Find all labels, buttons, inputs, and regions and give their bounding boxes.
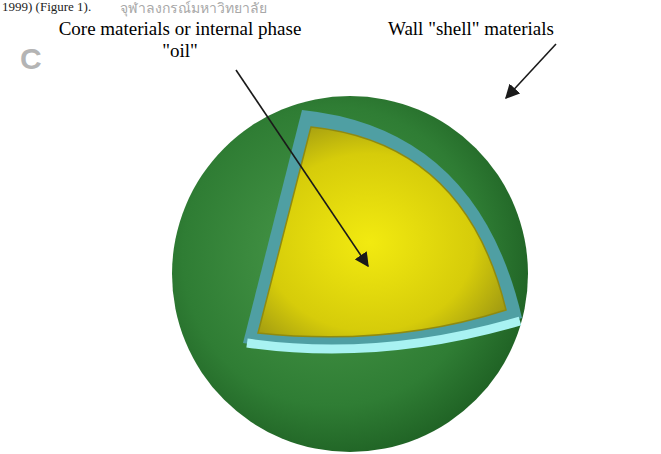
capsule-sphere (172, 96, 528, 452)
watermark-text: จุฬาลงกรณ์มหาวิทยาลัย (120, 0, 267, 16)
core-label: Core materials or internal phase "oil" (55, 18, 305, 62)
wall-label: Wall "shell" materials (388, 18, 554, 40)
caption-fragment: 1999) (Figure 1). (2, 0, 91, 15)
watermark-letter: C (20, 42, 42, 77)
leader-arrow (236, 70, 368, 266)
leader-arrow (506, 44, 556, 98)
shell-wall (243, 110, 522, 350)
